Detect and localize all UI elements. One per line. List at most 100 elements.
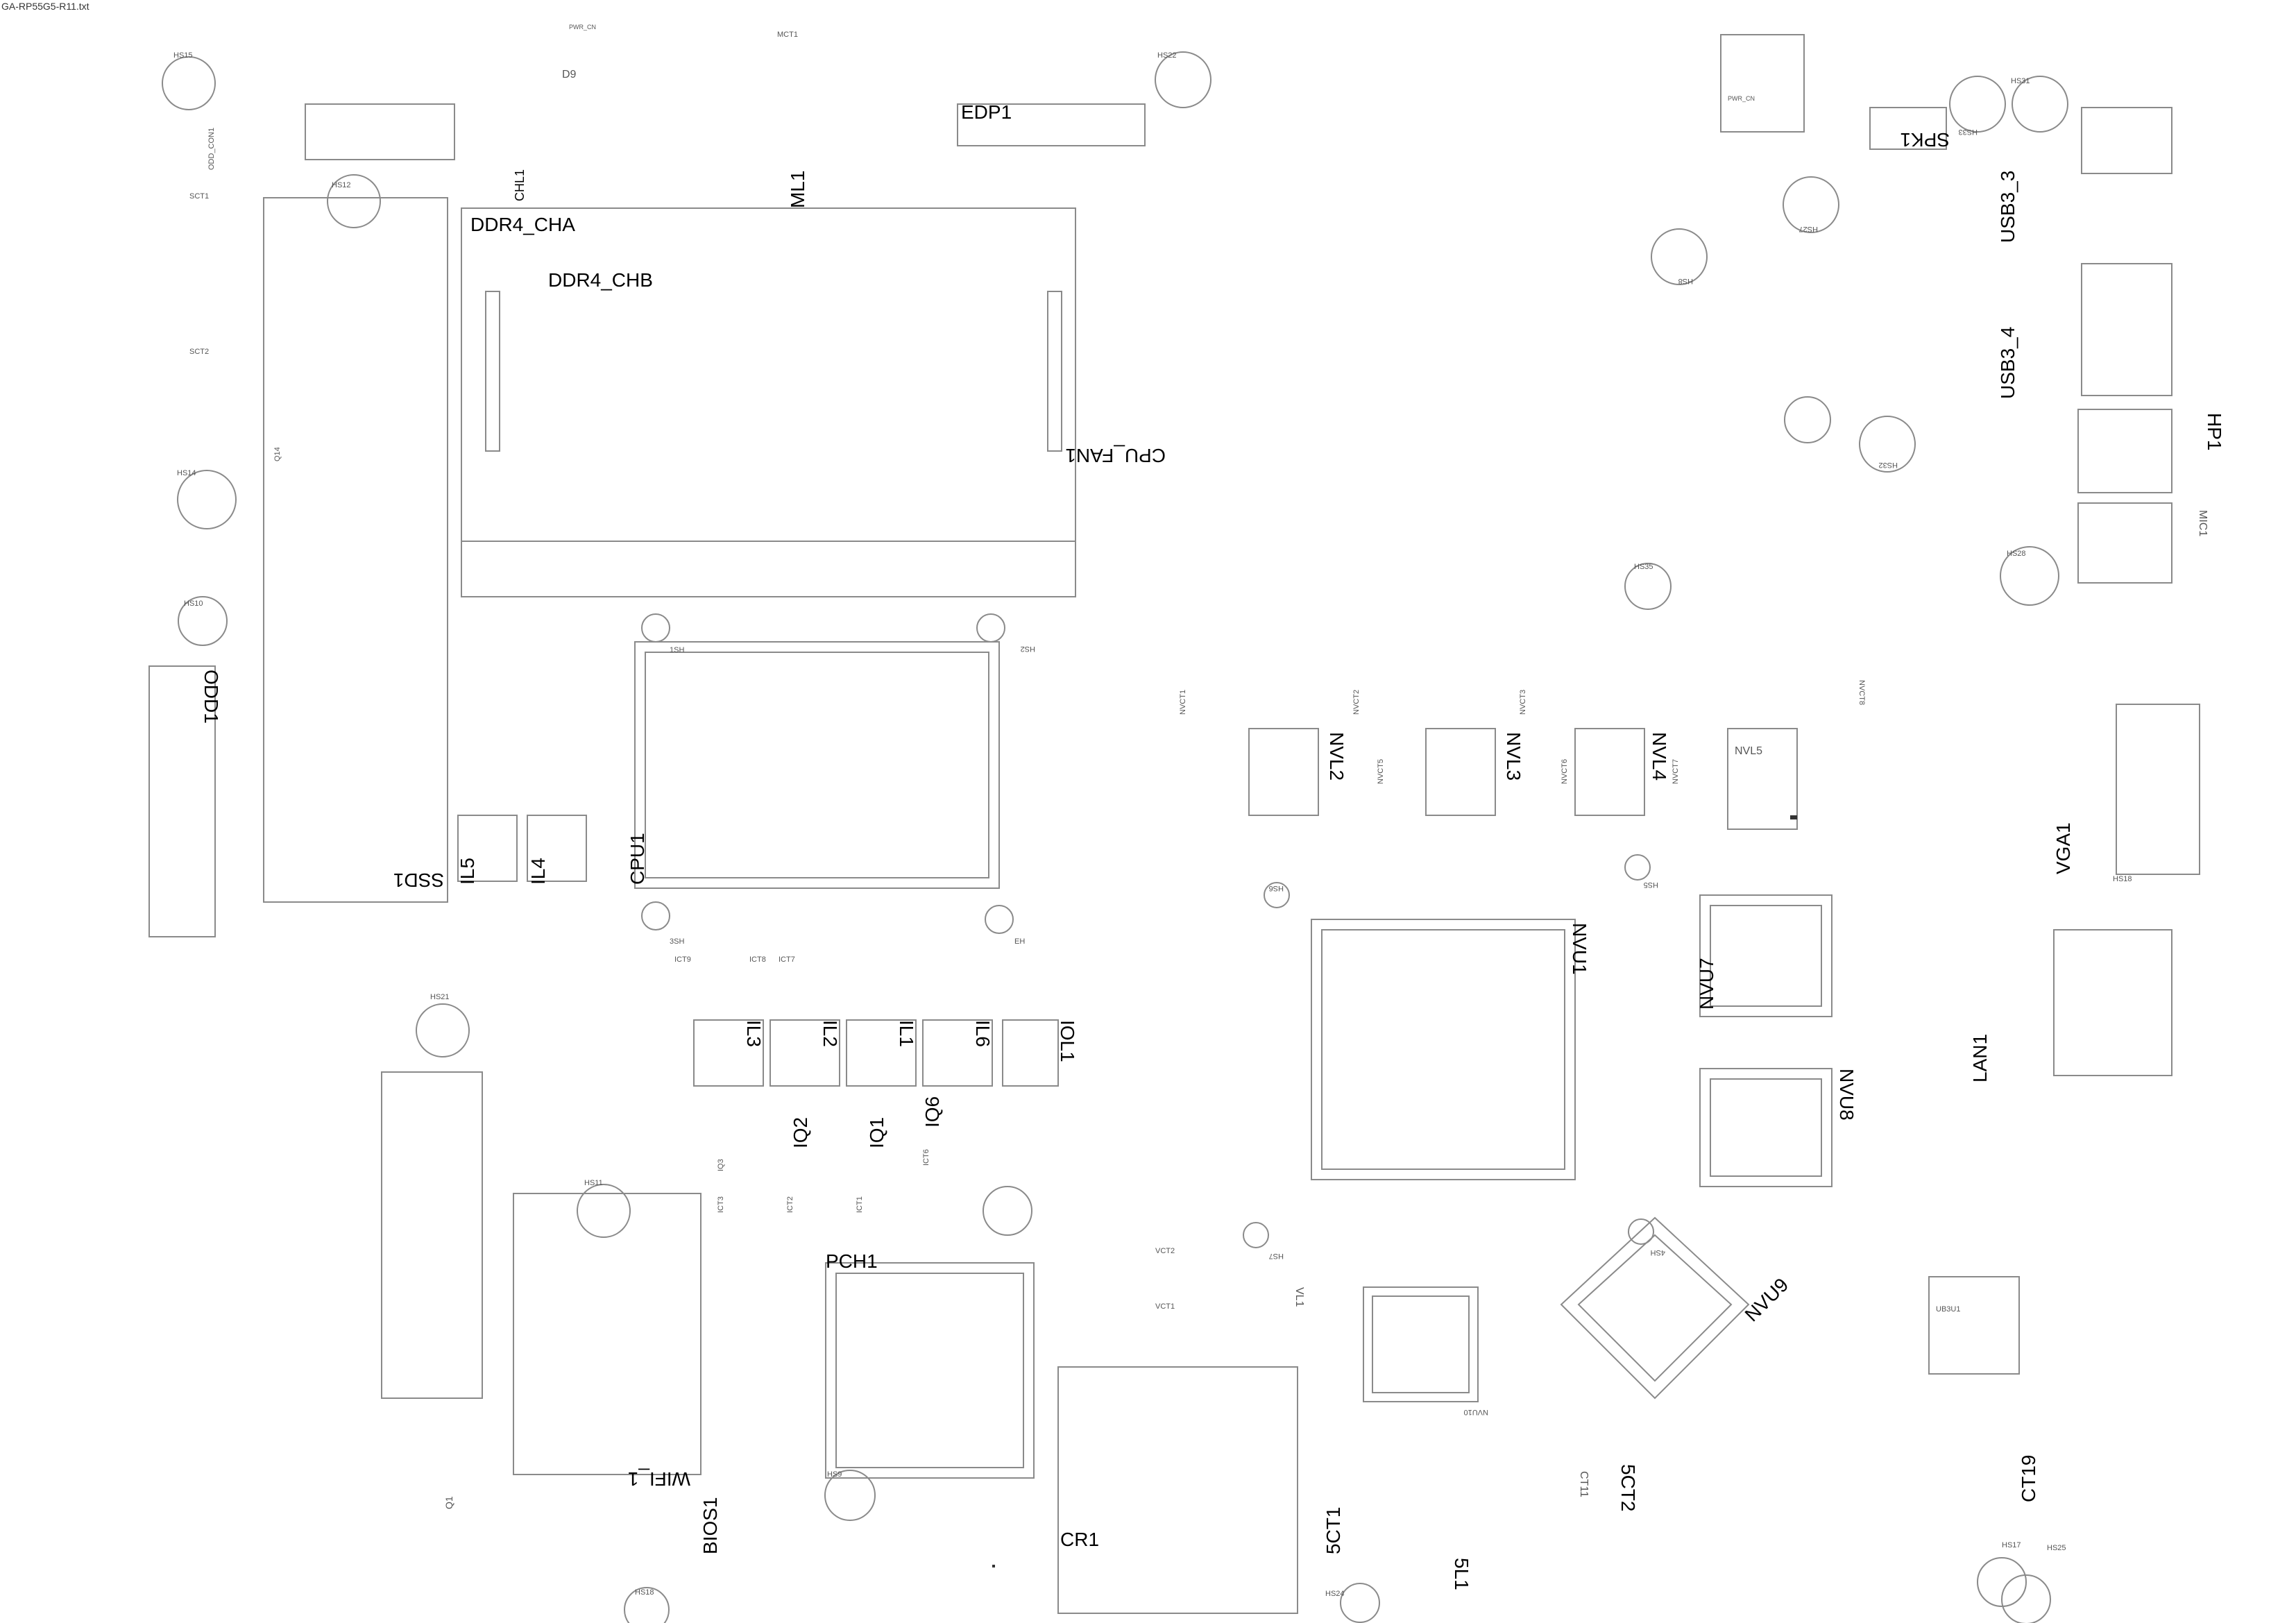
label-nvl2: NVL2	[1326, 732, 1347, 781]
label-lan1: LAN1	[1969, 1033, 1991, 1082]
label-pwr-cn-right: PWR_CN	[1728, 95, 1755, 102]
label-nvu7: NVU7	[1696, 958, 1717, 1010]
usb3-3-connector	[2081, 107, 2172, 174]
label-spk1: SPK1	[1900, 129, 1950, 151]
edp1-connector	[957, 103, 1146, 146]
label-q14: Q14	[273, 447, 282, 461]
nvu9-package	[1560, 1216, 1750, 1400]
label-iq2: IQ2	[790, 1116, 811, 1148]
label-cpu1: CPU1	[627, 833, 648, 885]
pwr-cn-box	[1720, 34, 1805, 133]
label-ssd1: SSD1	[393, 869, 444, 891]
wifi-area	[381, 1071, 483, 1399]
cpu1-package	[634, 641, 1000, 889]
hp1-connector	[2077, 409, 2172, 493]
label-hs32: HS32	[1878, 461, 1898, 469]
label-1sh: 1SH	[670, 646, 685, 654]
label-sct1: SCT1	[189, 192, 210, 201]
label-ict7: ICT7	[779, 955, 795, 964]
label-3sh: 3SH	[670, 937, 685, 946]
label-usb3-4: USB3_4	[1997, 326, 2018, 399]
nvu10-package	[1363, 1286, 1479, 1402]
label-iq3: IQ3	[717, 1159, 725, 1171]
label-il4: IL4	[527, 858, 549, 885]
label-hs25: HS25	[2047, 1544, 2066, 1552]
label-5ct2: 5CT2	[1617, 1464, 1639, 1512]
label-eh: EH	[1014, 937, 1026, 946]
label-q1: Q1	[443, 1496, 454, 1509]
label-hs27: HS27	[1798, 225, 1818, 233]
vga1-connector	[2116, 704, 2200, 875]
label-ct11: CT11	[1578, 1471, 1590, 1497]
label-4sh: 4SH	[1650, 1248, 1665, 1257]
spk1-connector	[1869, 107, 1947, 150]
label-hs28: HS28	[2007, 550, 2026, 558]
label-ub3u1: UB3U1	[1936, 1305, 1961, 1314]
label-ddr4-cha: DDR4_CHA	[470, 214, 575, 235]
label-hs12: HS12	[332, 181, 351, 189]
label-il1: IL1	[896, 1020, 917, 1047]
label-hs21: HS21	[430, 993, 450, 1001]
label-hs2: HS2	[1020, 645, 1035, 653]
label-hs8: HS8	[1678, 277, 1693, 285]
label-il2: IL2	[819, 1020, 841, 1047]
label-vl1: VL1	[1293, 1287, 1305, 1307]
wifi1-module	[513, 1193, 701, 1475]
label-wifi1: WIFI_1	[627, 1468, 690, 1490]
label-nvct6: NVCT6	[1561, 758, 1569, 784]
label-odd1: ODD1	[201, 670, 222, 724]
ub3u1-package	[1928, 1276, 2020, 1375]
document-title: GA-RP55G5-R11.txt	[1, 1, 90, 12]
label-il6: IL6	[972, 1020, 994, 1047]
label-vct1: VCT1	[1155, 1302, 1175, 1311]
label-odd-con1: ODD_CON1	[207, 127, 216, 170]
label-cr1: CR1	[1060, 1529, 1100, 1550]
label-pch1: PCH1	[826, 1250, 878, 1272]
label-hs6: HS6	[1268, 884, 1284, 892]
label-ml1: ML1	[787, 170, 808, 208]
label-iq6: IQ6	[921, 1096, 943, 1128]
label-ict6: ICT6	[922, 1149, 930, 1166]
label-vga1: VGA1	[2052, 822, 2074, 874]
label-ict1: ICT1	[856, 1196, 864, 1213]
label-ict9: ICT9	[674, 955, 691, 964]
label-5ct1: 5CT1	[1323, 1506, 1344, 1554]
label-il5: IL5	[457, 858, 478, 885]
label-nvl3: NVL3	[1503, 732, 1524, 781]
label-ict2: ICT2	[786, 1196, 794, 1213]
label-hs18: HS18	[2113, 875, 2132, 883]
label-nvu8: NVU8	[1836, 1069, 1857, 1121]
label-hs14: HS14	[177, 469, 196, 477]
odd1-connector	[148, 665, 216, 937]
label-hs35: HS35	[1634, 563, 1653, 571]
label-mct1: MCT1	[777, 31, 798, 39]
label-hp1: HP1	[2204, 413, 2225, 451]
label-cpu-fan1: CPU_FAN1	[1065, 445, 1166, 466]
label-nvu1: NVU1	[1569, 923, 1590, 975]
label-hs11: HS11	[584, 1179, 603, 1187]
cr1-outline	[1057, 1366, 1298, 1614]
label-il3: IL3	[743, 1020, 765, 1047]
label-nvu10: NVU10	[1463, 1408, 1488, 1416]
label-vct2: VCT2	[1155, 1247, 1175, 1255]
ddr4-slot-outline	[461, 207, 1076, 597]
ddr4-latch-left	[485, 291, 500, 452]
label-ict3: ICT3	[717, 1196, 725, 1213]
label-nvct7: NVCT7	[1672, 758, 1680, 784]
label-hs33: HS33	[1958, 128, 1978, 136]
label-hs22: HS22	[1157, 51, 1177, 60]
label-nvct8: NVCT8	[1857, 680, 1866, 706]
label-hs17: HS17	[2002, 1541, 2021, 1549]
label-ddr4-chb: DDR4_CHB	[548, 269, 653, 291]
pch1-package	[825, 1262, 1035, 1479]
label-nvct5: NVCT5	[1377, 758, 1385, 784]
label-ict8: ICT8	[749, 955, 766, 964]
label-mic1: MIC1	[2197, 510, 2209, 537]
nvu8-package	[1699, 1068, 1832, 1187]
edp-top-connector	[305, 103, 455, 160]
label-hs7: HS7	[1268, 1252, 1284, 1260]
label-iol1: IOL1	[1057, 1020, 1078, 1062]
label-nvct2: NVCT2	[1352, 689, 1361, 715]
